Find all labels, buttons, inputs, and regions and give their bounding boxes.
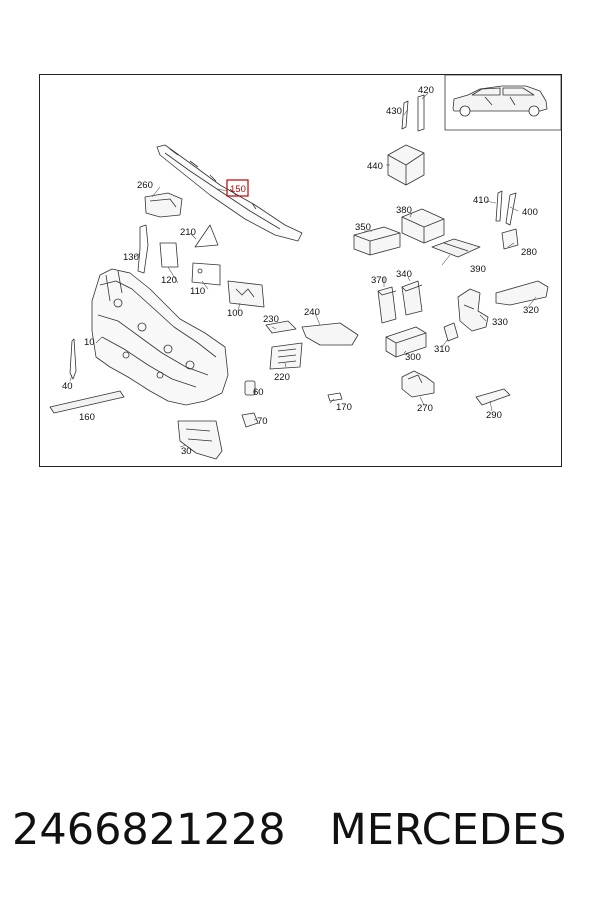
part-340 <box>401 280 423 316</box>
part-60 <box>244 380 256 396</box>
part-firewall <box>91 268 229 406</box>
part-230 <box>265 320 297 334</box>
callout-150: 150 <box>230 184 246 195</box>
part-40 <box>69 338 77 380</box>
part-120 <box>159 242 179 268</box>
part-220 <box>269 342 303 370</box>
callout-60: 60 <box>253 387 264 398</box>
part-290 <box>475 388 511 406</box>
callout-120: 120 <box>161 275 177 286</box>
car-side-icon <box>452 85 548 117</box>
part-330 <box>457 288 489 332</box>
callout-340: 340 <box>396 269 412 280</box>
callout-40: 40 <box>62 381 73 392</box>
parts-diagram: 10 30 40 60 70 100 110 120 130 150 160 1… <box>39 74 562 467</box>
callout-410: 410 <box>473 195 489 206</box>
part-260 <box>144 192 183 218</box>
part-240 <box>301 322 359 346</box>
callout-390: 390 <box>470 264 486 275</box>
part-310 <box>443 322 459 342</box>
part-280 <box>501 228 519 250</box>
part-100 <box>227 280 265 308</box>
callout-320: 320 <box>523 305 539 316</box>
callout-430: 430 <box>386 106 402 117</box>
part-320 <box>495 280 549 306</box>
callout-380: 380 <box>396 205 412 216</box>
product-caption: 2466821228 MERCEDES <box>12 800 592 860</box>
callout-420: 420 <box>418 85 434 96</box>
part-160 <box>49 390 125 414</box>
part-300 <box>385 326 427 358</box>
callout-350: 350 <box>355 222 371 233</box>
part-number: 2466821228 <box>12 805 286 855</box>
callout-150-highlight <box>226 179 249 197</box>
part-130 <box>137 224 149 274</box>
callout-160: 160 <box>79 412 95 423</box>
callout-30: 30 <box>181 446 192 457</box>
callout-400: 400 <box>522 207 538 218</box>
callout-300: 300 <box>405 352 421 363</box>
part-370 <box>377 286 397 324</box>
part-110 <box>191 262 221 286</box>
callout-270: 270 <box>417 403 433 414</box>
callout-310: 310 <box>434 344 450 355</box>
brand-name: MERCEDES <box>329 805 567 855</box>
callout-170: 170 <box>336 402 352 413</box>
callout-280: 280 <box>521 247 537 258</box>
callout-330: 330 <box>492 317 508 328</box>
callout-230: 230 <box>263 314 279 325</box>
part-390 <box>431 238 481 258</box>
callout-240: 240 <box>304 307 320 318</box>
part-210 <box>194 224 219 248</box>
part-410 <box>495 190 503 222</box>
part-270 <box>401 370 435 398</box>
part-cowl-panel <box>156 144 303 242</box>
callout-290: 290 <box>486 410 502 421</box>
callout-70: 70 <box>257 416 268 427</box>
part-350 <box>353 226 401 256</box>
leader-lines <box>69 92 537 448</box>
exploded-view-drawing: 10 30 40 60 70 100 110 120 130 150 160 1… <box>49 75 561 460</box>
part-400 <box>505 192 517 226</box>
part-420 <box>417 94 425 132</box>
part-380 <box>401 208 445 244</box>
callout-100: 100 <box>227 308 243 319</box>
callout-440: 440 <box>367 161 383 172</box>
part-30 <box>177 420 223 460</box>
part-170 <box>327 392 343 402</box>
part-430 <box>401 100 409 130</box>
callout-10: 10 <box>84 337 95 348</box>
callout-260: 260 <box>137 180 153 191</box>
callout-130: 130 <box>123 252 139 263</box>
car-thumbnail <box>444 75 561 131</box>
part-70 <box>241 412 259 428</box>
callout-370: 370 <box>371 275 387 286</box>
callout-labels: 10 30 40 60 70 100 110 120 130 150 160 1… <box>62 85 539 457</box>
callout-210: 210 <box>180 227 196 238</box>
part-440 <box>387 144 425 186</box>
callout-110: 110 <box>190 286 205 297</box>
callout-220: 220 <box>274 372 290 383</box>
